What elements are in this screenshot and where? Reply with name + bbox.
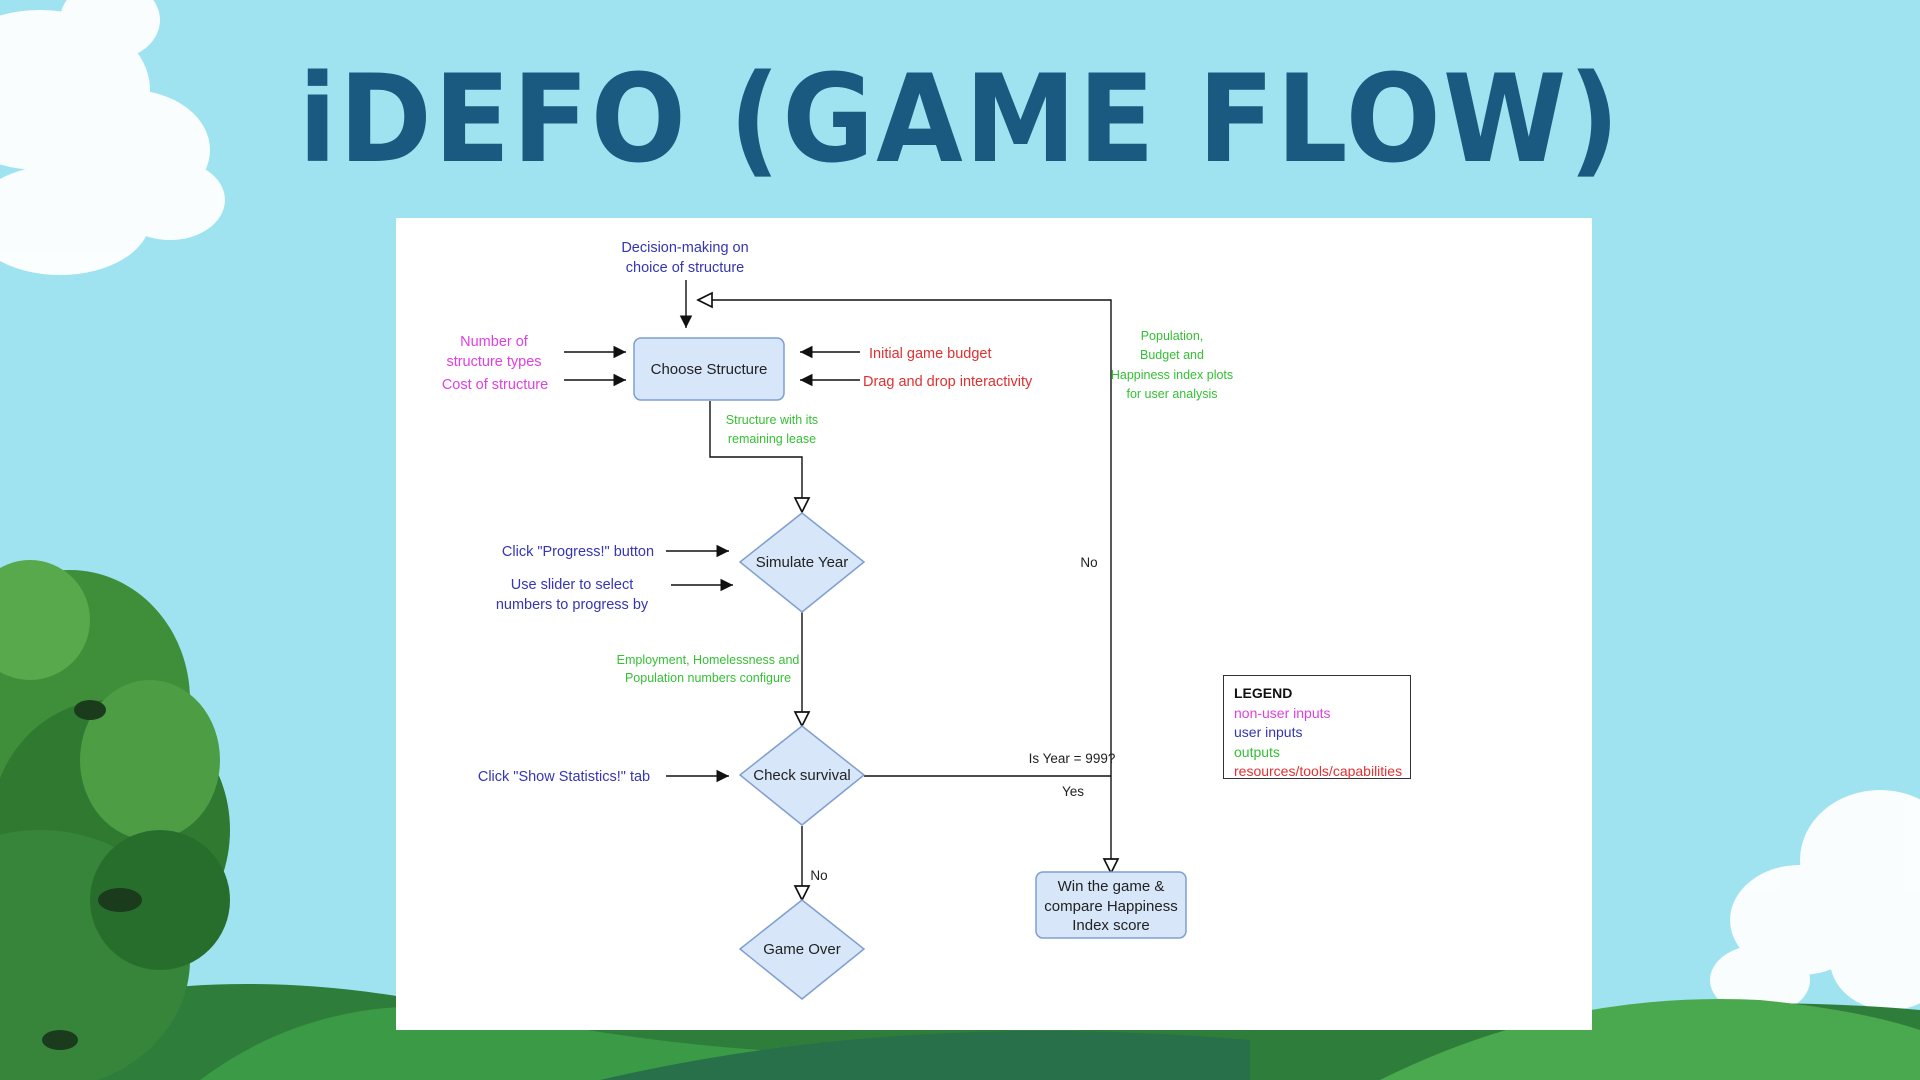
legend-box: LEGEND non-user inputs user inputs outpu… bbox=[1223, 675, 1411, 779]
slide-title: iDEFO (GAME FLOW) bbox=[298, 49, 1622, 191]
node-win-game: Win the game & compare Happiness Index s… bbox=[1035, 871, 1187, 939]
cost-structure-label: Cost of structure bbox=[442, 377, 548, 393]
diagram-panel: Choose Structure Simulate Year Check sur… bbox=[396, 218, 1592, 1030]
game-flow-diagram: Choose Structure Simulate Year Check sur… bbox=[442, 240, 1234, 1000]
decision-label-line1: Decision-making on bbox=[621, 240, 748, 256]
no-gameover-label: No bbox=[810, 868, 827, 883]
simulate-year-label: Simulate Year bbox=[756, 554, 849, 571]
tree bbox=[0, 560, 230, 1080]
click-progress-label: Click "Progress!" button bbox=[502, 544, 654, 560]
num-types-label-line1: Number of bbox=[460, 334, 529, 350]
employment-label-line2: Population numbers configure bbox=[625, 671, 791, 685]
initial-budget-label: Initial game budget bbox=[869, 346, 992, 362]
output-labels: Structure with its remaining lease Emplo… bbox=[617, 329, 1234, 685]
slider-label-line1: Use slider to select bbox=[511, 577, 634, 593]
num-types-label-line2: structure types bbox=[446, 354, 541, 370]
click-stats-label: Click "Show Statistics!" tab bbox=[478, 769, 650, 785]
cloud-left bbox=[0, 0, 225, 275]
user-input-labels: Decision-making on choice of structure C… bbox=[478, 240, 749, 785]
plots-label-line3: Happiness index plots bbox=[1111, 368, 1233, 382]
drag-drop-label: Drag and drop interactivity bbox=[863, 374, 1033, 390]
node-choose-structure: Choose Structure bbox=[633, 337, 785, 401]
check-survival-label: Check survival bbox=[753, 767, 851, 784]
game-over-label: Game Over bbox=[763, 941, 841, 958]
legend-resources: resources/tools/capabilities bbox=[1234, 763, 1403, 779]
no-loop-label: No bbox=[1080, 555, 1097, 570]
win-label-line1: Win the game & bbox=[1058, 878, 1165, 895]
plots-label-line1: Population, bbox=[1141, 329, 1204, 343]
choose-structure-label: Choose Structure bbox=[651, 361, 768, 378]
structure-lease-label-line1: Structure with its bbox=[726, 413, 818, 427]
employment-label-line1: Employment, Homelessness and bbox=[617, 653, 800, 667]
win-label-line3: Index score bbox=[1072, 917, 1150, 934]
legend-title: LEGEND bbox=[1234, 685, 1293, 701]
no-loop-back bbox=[698, 300, 1112, 776]
win-label-line2: compare Happiness bbox=[1044, 898, 1177, 915]
slider-label-line2: numbers to progress by bbox=[496, 597, 649, 613]
decision-label-line2: choice of structure bbox=[626, 260, 744, 276]
structure-lease-label-line2: remaining lease bbox=[728, 432, 816, 446]
yes-label: Yes bbox=[1062, 784, 1084, 799]
cloud-right bbox=[1710, 790, 1920, 1015]
is-year-label: Is Year = 999? bbox=[1029, 751, 1116, 766]
non-user-input-labels: Number of structure types Cost of struct… bbox=[442, 334, 548, 393]
node-simulate-year: Simulate Year bbox=[738, 512, 866, 613]
connectors bbox=[564, 280, 1111, 900]
structure-to-simulate bbox=[709, 401, 802, 512]
plots-label-line2: Budget and bbox=[1140, 348, 1204, 362]
plots-label-line4: for user analysis bbox=[1126, 387, 1217, 401]
legend-user-inputs: user inputs bbox=[1234, 724, 1303, 740]
legend-non-user-inputs: non-user inputs bbox=[1234, 704, 1331, 721]
branch-labels: No Is Year = 999? Yes No bbox=[810, 555, 1115, 883]
legend-outputs: outputs bbox=[1234, 743, 1280, 760]
node-game-over: Game Over bbox=[738, 899, 866, 1000]
node-check-survival: Check survival bbox=[738, 725, 866, 826]
resource-labels: Initial game budget Drag and drop intera… bbox=[863, 346, 1033, 390]
